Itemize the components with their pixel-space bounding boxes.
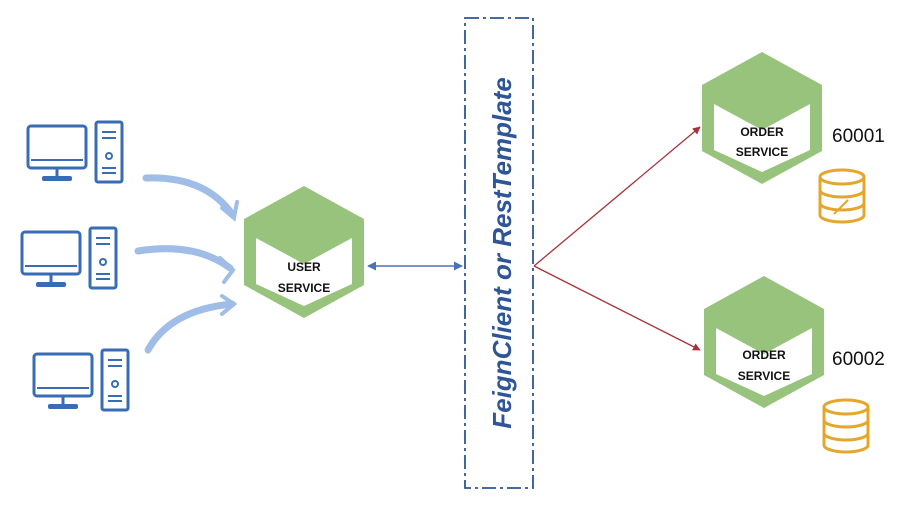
client-request-arrows [134,174,239,354]
order-service-2-label-line2: SERVICE [738,369,790,383]
swoosh-arrow-1-head [220,200,239,222]
order-service-2-label-line1: ORDER [742,348,786,362]
order-service-1-port: 60001 [832,126,885,147]
gateway-label: FeignClient or RestTemplate [487,77,517,429]
swoosh-arrow-3 [144,300,236,354]
order-service-1-label-line1: ORDER [740,125,784,139]
user-service-label-line2: SERVICE [278,281,330,295]
order-service-2-port: 60002 [832,349,885,370]
order-service-node-2: ORDER SERVICE [704,276,824,408]
gateway-order-connector-1 [533,126,701,267]
user-service-label-line1: USER [287,260,321,274]
client-computer-3 [32,348,130,412]
swoosh-arrow-2 [134,245,234,272]
client-computer-1 [26,120,124,184]
swoosh-arrow-1 [142,174,236,218]
swoosh-arrow-3-head [220,294,238,316]
gateway-box: FeignClient or RestTemplate [464,17,534,489]
desktop-computer-icon [20,226,118,290]
database-edit-icon [818,168,866,224]
desktop-computer-icon [26,120,124,184]
client-computer-2 [20,226,118,290]
order-service-1-label-line2: SERVICE [736,145,788,159]
user-service-node: USER SERVICE [244,186,364,318]
desktop-computer-icon [32,348,130,412]
order-service-node-1: ORDER SERVICE [702,52,822,184]
swoosh-arrow-2-head [218,256,236,284]
database-icon [822,398,870,454]
gateway-order-connector-2 [533,265,701,351]
